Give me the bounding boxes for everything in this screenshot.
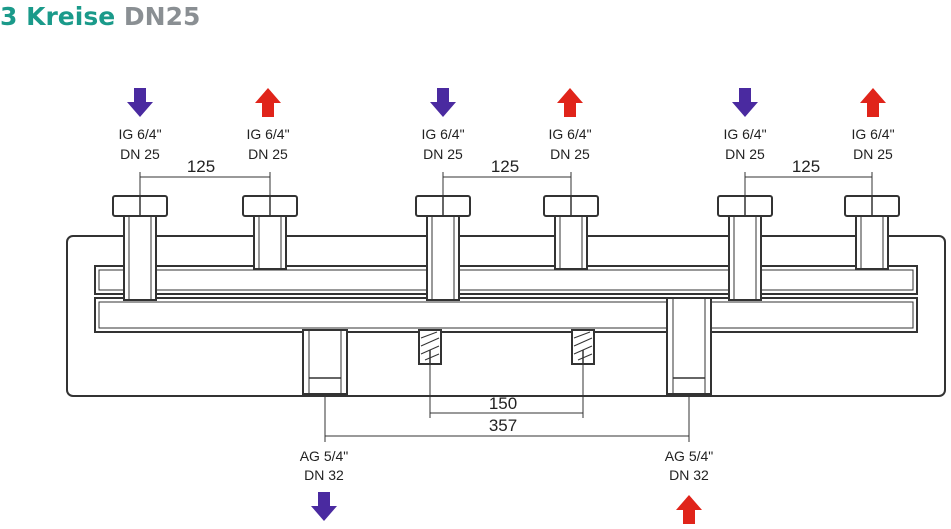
bottom-outlet-right bbox=[666, 297, 712, 395]
upper-header-pipe bbox=[94, 265, 918, 295]
top-dn-5: DN 25 bbox=[725, 146, 765, 162]
top-pipe-4 bbox=[543, 195, 599, 270]
arrow-up-icon bbox=[255, 88, 281, 117]
arrow-up-icon bbox=[676, 495, 702, 524]
bottom-thread-right: AG 5/4" bbox=[665, 448, 714, 464]
top-dn-1: DN 25 bbox=[120, 146, 160, 162]
top-thread-2: IG 6/4" bbox=[246, 126, 289, 142]
dim-top-1: 125 bbox=[187, 157, 215, 176]
dim-357: 357 bbox=[489, 416, 517, 435]
top-thread-6: IG 6/4" bbox=[851, 126, 894, 142]
drain-plug-left bbox=[418, 329, 442, 365]
top-thread-4: IG 6/4" bbox=[548, 126, 591, 142]
top-pipe-6 bbox=[844, 195, 900, 270]
page-title: 3 Kreise DN25 bbox=[0, 0, 200, 34]
top-pipe-2 bbox=[242, 195, 298, 270]
title-main: 3 Kreise bbox=[0, 2, 116, 31]
top-thread-1: IG 6/4" bbox=[118, 126, 161, 142]
drain-plug-right bbox=[571, 329, 595, 365]
top-dn-6: DN 25 bbox=[853, 146, 893, 162]
top-dn-4: DN 25 bbox=[550, 146, 590, 162]
bottom-thread-left: AG 5/4" bbox=[300, 448, 349, 464]
arrow-up-icon bbox=[557, 88, 583, 117]
bottom-outlet-left bbox=[302, 329, 348, 395]
dim-top-3: 125 bbox=[792, 157, 820, 176]
dim-150: 150 bbox=[489, 394, 517, 413]
arrow-up-icon bbox=[860, 88, 886, 117]
top-pipe-3 bbox=[415, 195, 471, 301]
dimension-line-150 bbox=[429, 364, 584, 418]
top-dn-3: DN 25 bbox=[423, 146, 463, 162]
bottom-dn-left: DN 32 bbox=[304, 467, 344, 483]
top-thread-5: IG 6/4" bbox=[723, 126, 766, 142]
top-pipe-5 bbox=[717, 195, 773, 301]
dimension-line-top-3 bbox=[744, 172, 873, 196]
top-dn-2: DN 25 bbox=[248, 146, 288, 162]
arrow-down-icon bbox=[311, 492, 337, 521]
top-pipe-1 bbox=[112, 195, 168, 301]
bottom-dn-right: DN 32 bbox=[669, 467, 709, 483]
arrow-down-icon bbox=[732, 88, 758, 117]
dim-top-2: 125 bbox=[491, 157, 519, 176]
dimension-line-top-2 bbox=[442, 172, 572, 196]
arrow-down-icon bbox=[127, 88, 153, 117]
arrow-down-icon bbox=[430, 88, 456, 117]
dimension-line-top-1 bbox=[139, 172, 271, 196]
lower-header-pipe bbox=[94, 297, 918, 333]
title-sub: DN25 bbox=[123, 2, 201, 31]
dimension-line-357 bbox=[324, 394, 690, 442]
top-thread-3: IG 6/4" bbox=[421, 126, 464, 142]
